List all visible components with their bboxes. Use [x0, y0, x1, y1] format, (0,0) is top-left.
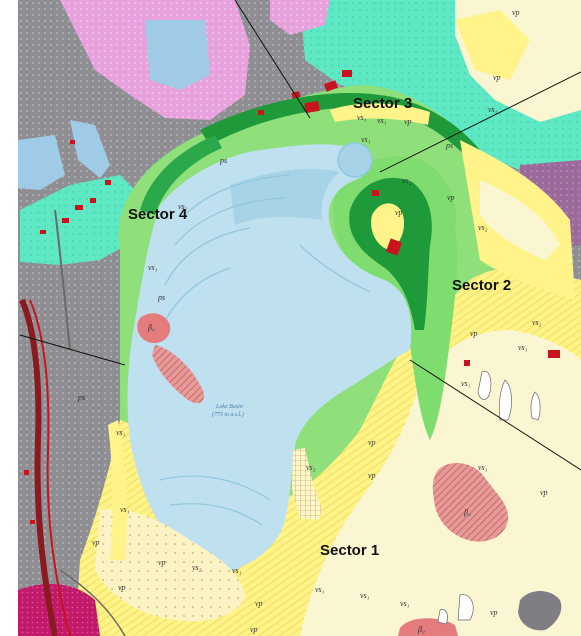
- sector-1-label: Sector 1: [320, 542, 379, 559]
- unit-vp: vp: [490, 608, 498, 617]
- unit-vs2: vs₂: [478, 223, 488, 232]
- unit-beta: β₀: [417, 625, 425, 634]
- sector2-inner-yellow: [371, 203, 405, 250]
- dotted-cream-unit: [95, 509, 245, 622]
- lake-shore-ring: [230, 168, 340, 225]
- unit-vp: vp: [470, 329, 478, 338]
- unit-vp: vp: [255, 599, 263, 608]
- unit-vp: vp: [447, 193, 455, 202]
- lake-label-line2: (775 m a.s.l.): [212, 411, 244, 418]
- unit-vs1: vs₁: [232, 566, 242, 575]
- unit-ps: ps: [77, 393, 85, 402]
- unit-ps: ps: [219, 156, 227, 165]
- unit-vs1: vs₁: [116, 428, 126, 437]
- caldera-lake: [127, 144, 412, 575]
- rim-dark-band-2: [140, 135, 222, 215]
- pink-top-patch: [270, 0, 330, 35]
- unit-vs2: vs₂: [402, 176, 412, 185]
- unit-vs2: vs₂: [306, 463, 316, 472]
- unit-vs2: vs₂: [488, 105, 498, 114]
- yellow-strip-north: [330, 103, 430, 125]
- unit-vp: vp: [158, 558, 166, 567]
- unit-vp: vp: [540, 488, 548, 497]
- unit-vs2: vs₂: [532, 318, 542, 327]
- unit-vs1: vs₁: [148, 263, 158, 272]
- unit-vp: vp: [512, 8, 520, 17]
- gridded-unit: [292, 448, 322, 520]
- purple-se-unit: [518, 591, 562, 631]
- cream-east-patch: [480, 180, 560, 260]
- lightblue-west-patch: [18, 135, 65, 190]
- unit-vp: vp: [493, 73, 501, 82]
- lightblue-nw-patch: [145, 20, 210, 90]
- sector2-dark-core: [349, 177, 432, 330]
- white-outcrops: [437, 370, 541, 625]
- road-grey-west: [54, 209, 71, 351]
- lightblue-creek: [70, 120, 110, 178]
- unit-vs2: vs₂: [178, 202, 188, 211]
- unit-vs1: vs₁: [360, 591, 370, 600]
- unit-vs1: vs₁: [478, 463, 488, 472]
- unit-vp: vp: [395, 208, 403, 217]
- unit-vs1: vs₁: [315, 585, 325, 594]
- sector-4-label: Sector 4: [128, 206, 188, 223]
- magenta-sw-unit: [18, 584, 100, 636]
- turquoise-west-unit: [20, 175, 145, 265]
- yellow-strip-west: [108, 420, 128, 560]
- road-west: [29, 299, 71, 636]
- unit-vs1: vs₁: [120, 505, 130, 514]
- unit-beta: β₀: [147, 323, 155, 332]
- unit-vp: vp: [404, 117, 412, 126]
- unit-vs1: vs₁: [518, 343, 528, 352]
- urban-patches: [24, 70, 560, 524]
- unit-vs1: vs₁: [461, 379, 471, 388]
- unit-vp: vp: [118, 583, 126, 592]
- unit-ps: ps: [445, 141, 453, 150]
- unit-vs1: vs₁: [361, 135, 371, 144]
- unit-vs1: vs₁: [400, 599, 410, 608]
- unit-vp: vp: [92, 538, 100, 547]
- unit-vp: vp: [368, 471, 376, 480]
- white-margin: [0, 0, 18, 636]
- unit-vp: vp: [368, 438, 376, 447]
- unit-vs1: vs₁: [377, 116, 387, 125]
- unit-vs1: vs₁: [357, 113, 367, 122]
- beta-dome-east: [432, 463, 509, 542]
- yellow-ne-bright: [455, 10, 530, 80]
- sector-2-label: Sector 2: [452, 277, 511, 294]
- unit-labels: vp vp vs₂ vs₁ vs₁ vp vs₁ ps ps vs₂ vp vs…: [77, 8, 548, 634]
- hatched-flow-west: [152, 345, 205, 404]
- beta-dome-west: [137, 313, 171, 344]
- section-lines: [19, 0, 581, 471]
- lake-label-line1: Lake Basin: [215, 404, 243, 410]
- unit-ps: ps: [157, 293, 165, 302]
- lake-island-ring: [337, 142, 373, 178]
- road-sw: [59, 569, 126, 636]
- unit-vp: vp: [250, 625, 258, 634]
- unit-vs2: vs₂: [192, 563, 202, 572]
- sector-3-label: Sector 3: [353, 95, 412, 112]
- unit-beta: β₀: [463, 508, 471, 517]
- turquoise-north-unit: [300, 0, 581, 170]
